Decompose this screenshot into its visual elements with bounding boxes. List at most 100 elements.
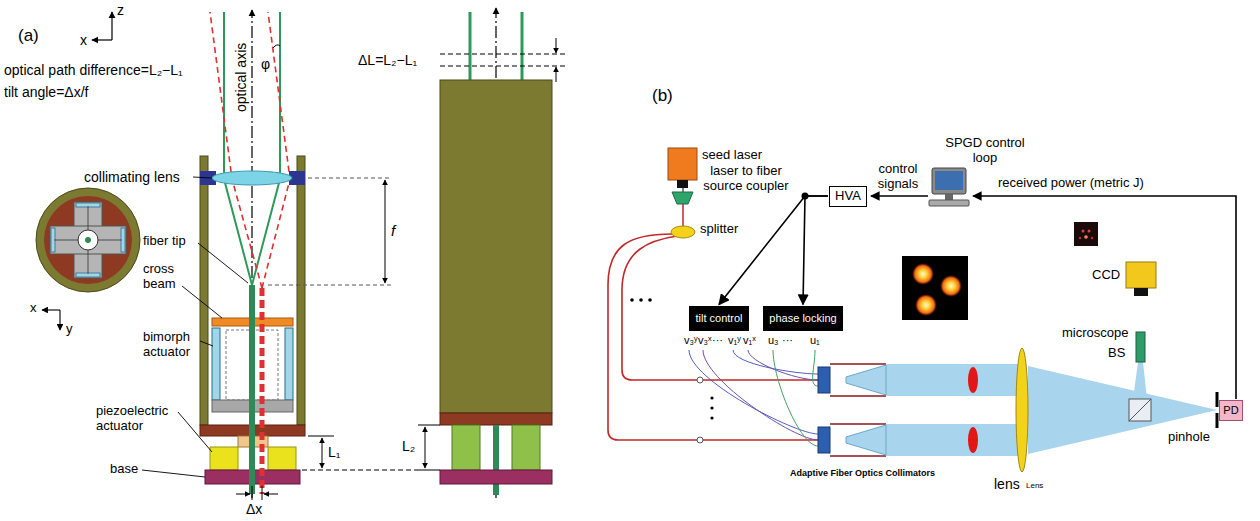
- panel-letter: (a): [18, 26, 39, 45]
- formula-note: optical path difference=L₂−L₁: [4, 62, 183, 78]
- tilt-angle-arc: [273, 45, 280, 48]
- box-text: HVA: [835, 189, 861, 204]
- axis-name: x: [30, 301, 37, 316]
- laser-output: [677, 180, 688, 188]
- signal-name: v₁ʸ: [728, 334, 741, 346]
- part-label: cross beam: [143, 262, 189, 292]
- part-label: lens: [994, 476, 1020, 492]
- piezoelectric-actuator: [268, 447, 296, 470]
- green-ray: [470, 12, 522, 80]
- fiber-collimator: [818, 427, 830, 453]
- collimator-housing: [297, 156, 305, 425]
- top-view-inset: [74, 202, 102, 278]
- dimension-line: [425, 427, 426, 468]
- angle-symbol: φ: [261, 56, 270, 72]
- fiber-connector: [697, 377, 703, 383]
- axis-arrow: [59, 310, 60, 330]
- ellipsis-dots: [710, 416, 713, 419]
- bimorph-actuator: [212, 328, 220, 400]
- panel-letter: (b): [652, 86, 673, 105]
- signal-name: u₃: [768, 334, 779, 346]
- tilted-ray: [262, 12, 290, 288]
- beam: [886, 424, 1018, 456]
- control-wire: [748, 350, 818, 380]
- computer-icon: [929, 168, 969, 206]
- signal-name: v₃ˣ: [698, 334, 712, 346]
- formula-note: tilt angle=Δx/f: [4, 84, 88, 100]
- beam-splitter: [1129, 399, 1151, 421]
- part-label: BS: [1108, 345, 1125, 360]
- part-label: laser to fiber source coupler: [703, 163, 788, 193]
- formula-note: tilt angle=Δx/f: [4, 84, 88, 100]
- fiber: [249, 285, 255, 494]
- dimension-line: [440, 54, 565, 55]
- ccd-camera: [1126, 262, 1156, 288]
- tilted-ray: [210, 12, 290, 288]
- control-wire: [689, 350, 818, 446]
- beam-spot: [968, 427, 978, 453]
- part-label: CCD: [1092, 267, 1120, 282]
- box-text: tilt control: [695, 312, 742, 325]
- computer-icon: [932, 168, 966, 194]
- ellipsis-dots: [648, 298, 652, 302]
- collimator-housing: [440, 80, 552, 413]
- part-label: collimating lens: [84, 169, 180, 185]
- beam-splitter: [1129, 399, 1151, 421]
- control-wire: [773, 350, 818, 446]
- far-field-image: [902, 256, 968, 320]
- axis-label: optical axis: [233, 43, 249, 112]
- dimension-line: [556, 38, 557, 53]
- dimension-line: [268, 285, 392, 286]
- dimension-label: L₁: [328, 444, 341, 460]
- signal-arrow: [871, 196, 1236, 399]
- axis-arrow: [92, 39, 112, 40]
- signal-name: ···: [712, 334, 723, 347]
- axis-arrow: [92, 12, 112, 40]
- fiber-collimator: [830, 395, 886, 397]
- far-field-image: [915, 294, 937, 316]
- signal-name: ···: [782, 334, 793, 346]
- beam-spot: [968, 367, 978, 393]
- part-label: SPGD control loop: [935, 136, 1035, 166]
- axis-name: x: [80, 32, 87, 48]
- top-view-inset: [36, 188, 140, 292]
- dimension-label: L₁: [328, 444, 341, 460]
- panel-letter: (a): [18, 26, 39, 46]
- dimension-label: Δx: [246, 501, 262, 517]
- signal-name: v₃ʸ: [684, 334, 698, 347]
- fiber-collimator: [830, 363, 886, 365]
- fiber-stub: [682, 188, 684, 192]
- signal-label: control signals: [870, 162, 926, 192]
- part-label: fiber tip: [143, 234, 186, 249]
- dimension-line: [264, 494, 278, 495]
- dimension-label: Δx: [246, 501, 262, 517]
- lens-mount: [200, 171, 305, 185]
- signal-arrow: [871, 195, 928, 197]
- beam: [1133, 362, 1147, 399]
- control-box: tilt control: [689, 306, 749, 331]
- signal-name: v₁ˣ: [743, 334, 756, 346]
- far-field-image: [912, 263, 934, 285]
- part-label: cross beam: [143, 261, 176, 291]
- dimension-label: ΔL=L₂−L₁: [358, 52, 417, 68]
- fiber-collimator: [830, 423, 886, 425]
- dimension-line: [418, 470, 440, 471]
- leader-line: [182, 286, 222, 318]
- dimension-line: [322, 438, 323, 468]
- fiber-collimator: [818, 364, 886, 456]
- tilted-ray: [210, 12, 262, 288]
- axis-name: z: [117, 2, 124, 18]
- green-ray: [521, 12, 524, 80]
- signal-name: ···: [712, 334, 723, 346]
- fiber-coupler: [672, 192, 693, 204]
- formula-note: optical path difference=L₂−L₁: [4, 62, 183, 78]
- far-field-image: [940, 275, 962, 297]
- dimension-line: [418, 425, 440, 426]
- ellipsis-dots: [710, 406, 713, 409]
- beam: [886, 364, 1018, 396]
- amplifier-box: HVA: [829, 186, 867, 207]
- green-ray: [252, 12, 280, 285]
- part-label: bimorph actuator: [143, 330, 199, 360]
- seed-laser: [668, 148, 697, 180]
- piezoelectric-actuator: [452, 425, 480, 470]
